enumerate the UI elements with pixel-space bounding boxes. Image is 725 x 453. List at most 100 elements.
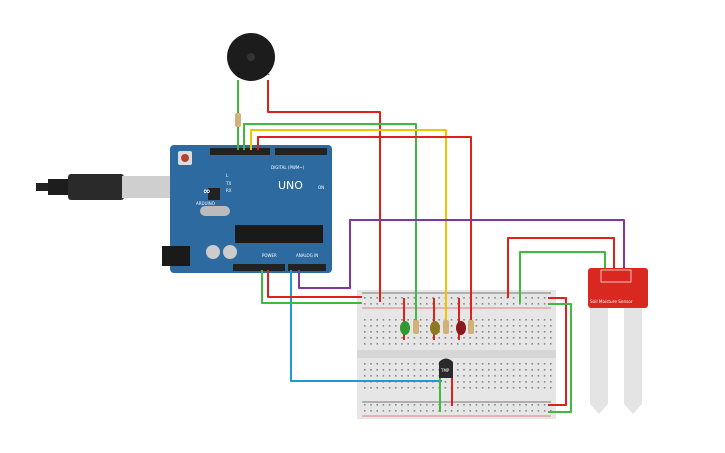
breadboard-hole <box>457 381 459 383</box>
breadboard-hole <box>475 369 478 371</box>
breadboard-hole <box>525 387 527 389</box>
breadboard-hole <box>512 404 515 406</box>
breadboard-hole <box>457 303 459 305</box>
breadboard-hole <box>519 363 521 365</box>
breadboard-hole <box>457 363 459 365</box>
breadboard-hole <box>469 404 471 406</box>
wire-gnd <box>261 270 362 304</box>
breadboard-hole <box>376 369 378 371</box>
breadboard-hole <box>525 381 527 383</box>
breadboard-hole <box>388 331 391 333</box>
wires[interactable] <box>243 80 625 413</box>
breadboard-hole <box>450 325 453 327</box>
breadboard-hole <box>382 297 385 299</box>
breadboard-hole <box>395 404 397 406</box>
breadboard-hole <box>419 369 422 371</box>
breadboard-hole <box>444 337 447 339</box>
breadboard-hole <box>543 303 546 305</box>
breadboard-hole <box>519 410 521 412</box>
breadboard-hole <box>469 343 471 345</box>
breadboard-hole <box>475 319 478 321</box>
wire-buzzer-gnd <box>267 80 381 302</box>
breadboard-hole <box>450 319 453 321</box>
breadboard-hole <box>450 331 453 333</box>
breadboard-hole <box>457 410 459 412</box>
breadboard-hole <box>500 381 502 383</box>
breadboard-hole <box>432 387 434 389</box>
wire-yellow-led <box>250 129 447 330</box>
breadboard[interactable] <box>357 290 556 419</box>
breadboard-hole <box>525 369 527 371</box>
breadboard-hole <box>382 337 385 339</box>
piezo-buzzer[interactable]: + − <box>227 33 275 150</box>
breadboard-hole <box>494 325 496 327</box>
buzzer-plus: + <box>236 71 241 78</box>
breadboard-hole <box>388 325 391 327</box>
breadboard-hole <box>388 303 391 305</box>
breadboard-hole <box>531 343 533 345</box>
breadboard-hole <box>494 303 496 305</box>
breadboard-hole <box>382 404 385 406</box>
breadboard-hole <box>395 363 397 365</box>
breadboard-hole <box>376 337 378 339</box>
breadboard-hole <box>463 337 465 339</box>
breadboard-hole <box>388 404 391 406</box>
breadboard-hole <box>407 319 409 321</box>
breadboard-hole <box>388 297 391 299</box>
breadboard-hole <box>407 297 409 299</box>
soil-moisture-sensor[interactable]: Soil Moisture Sensor <box>588 268 648 414</box>
breadboard-hole <box>500 319 502 321</box>
breadboard-hole <box>419 363 422 365</box>
breadboard-hole <box>500 375 502 377</box>
breadboard-hole <box>413 363 416 365</box>
arduino-uno[interactable]: ∞ ARDUINO UNO DIGITAL (PWM~) POWER ANALO… <box>162 145 332 273</box>
breadboard-hole <box>370 297 372 299</box>
breadboard-hole <box>407 369 409 371</box>
breadboard-hole <box>512 331 515 333</box>
breadboard-hole <box>550 343 552 345</box>
leds[interactable] <box>400 320 474 335</box>
breadboard-hole <box>525 331 527 333</box>
breadboard-hole <box>537 325 540 327</box>
breadboard-hole <box>488 303 490 305</box>
wire-rail-vcc <box>548 297 567 406</box>
breadboard-hole <box>543 319 546 321</box>
breadboard-hole <box>481 375 484 377</box>
breadboard-hole <box>512 303 515 305</box>
breadboard-hole <box>469 337 471 339</box>
breadboard-hole <box>543 363 546 365</box>
breadboard-hole <box>531 337 533 339</box>
breadboard-hole <box>364 303 366 305</box>
breadboard-hole <box>413 343 416 345</box>
breadboard-hole <box>419 387 422 389</box>
breadboard-hole <box>432 369 434 371</box>
breadboard-hole <box>401 404 403 406</box>
breadboard-hole <box>364 325 366 327</box>
breadboard-hole <box>388 363 391 365</box>
usb-cable[interactable] <box>36 174 172 200</box>
breadboard-hole <box>494 297 496 299</box>
breadboard-hole <box>481 331 484 333</box>
breadboard-hole <box>512 343 515 345</box>
breadboard-hole <box>407 387 409 389</box>
buzzer-minus: − <box>265 71 270 78</box>
led-red <box>456 321 466 335</box>
breadboard-hole <box>376 331 378 333</box>
breadboard-hole <box>543 410 546 412</box>
breadboard-hole <box>419 331 422 333</box>
breadboard-hole <box>370 337 372 339</box>
breadboard-hole <box>463 375 465 377</box>
temperature-sensor[interactable]: TMP <box>439 358 453 379</box>
breadboard-hole <box>537 375 540 377</box>
breadboard-hole <box>382 325 385 327</box>
breadboard-hole <box>537 363 540 365</box>
breadboard-hole <box>550 319 552 321</box>
breadboard-hole <box>512 337 515 339</box>
breadboard-hole <box>407 337 409 339</box>
tx-label: TX <box>225 181 231 186</box>
breadboard-hole <box>395 369 397 371</box>
breadboard-hole <box>525 297 527 299</box>
breadboard-hole <box>401 319 403 321</box>
breadboard-hole <box>413 337 416 339</box>
